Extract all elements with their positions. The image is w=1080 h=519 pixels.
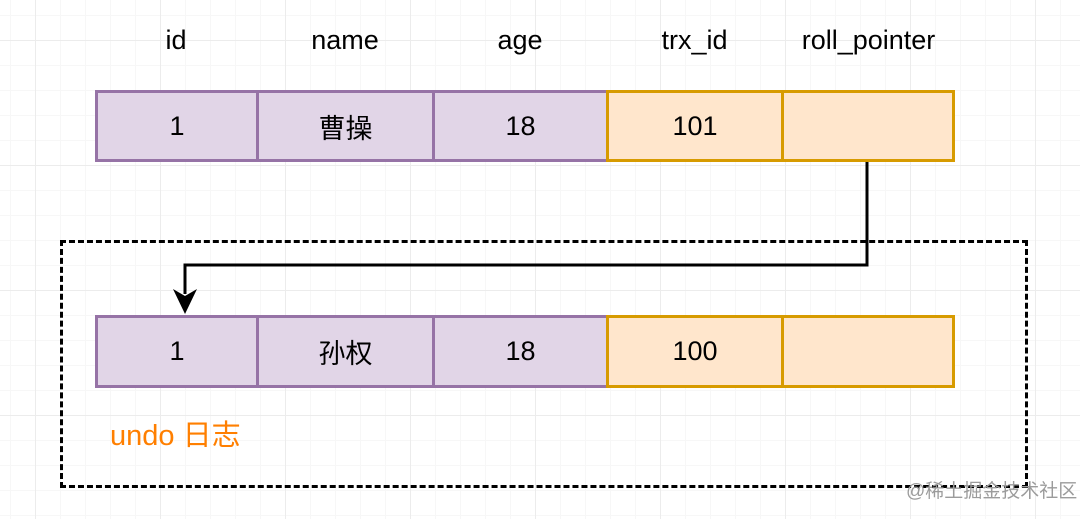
cell-roll-pointer bbox=[781, 90, 955, 162]
cell-age: 18 bbox=[432, 90, 609, 162]
cell-roll-pointer bbox=[781, 315, 955, 388]
cell-trx-id: 101 bbox=[606, 90, 784, 162]
column-header-name: name bbox=[311, 24, 379, 55]
column-header-age: age bbox=[497, 24, 543, 55]
cell-trx-id: 100 bbox=[606, 315, 784, 388]
cell-name: 曹操 bbox=[256, 90, 435, 162]
record-row-current: 1 曹操 18 101 bbox=[95, 90, 955, 162]
cell-id: 1 bbox=[95, 315, 259, 388]
column-header-id: id bbox=[165, 24, 187, 55]
record-row-undo-version: 1 孙权 18 100 bbox=[95, 315, 955, 388]
column-header-roll-pointer: roll_pointer bbox=[801, 24, 936, 55]
cell-name: 孙权 bbox=[256, 315, 435, 388]
cell-id: 1 bbox=[95, 90, 259, 162]
column-headers: id name age trx_id roll_pointer bbox=[95, 22, 955, 58]
undo-log-label: undo 日志 bbox=[110, 420, 241, 452]
column-header-trx-id: trx_id bbox=[661, 24, 728, 55]
watermark: @稀土掘金技术社区 bbox=[906, 481, 1078, 502]
cell-age: 18 bbox=[432, 315, 609, 388]
